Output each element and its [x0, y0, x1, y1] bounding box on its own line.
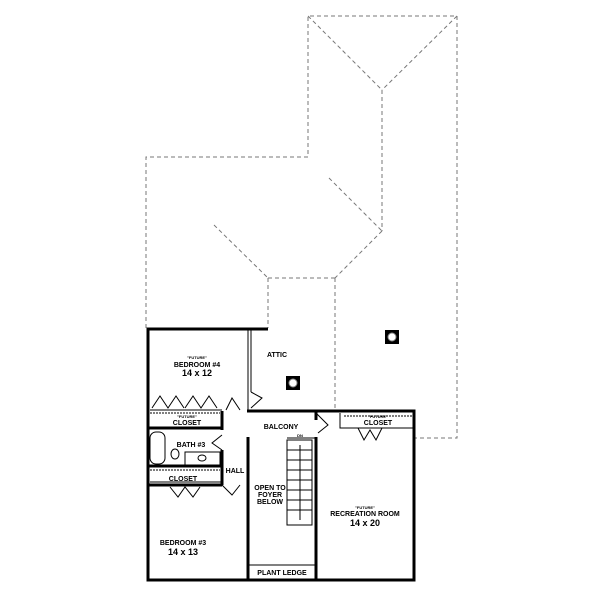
closet4-label: CLOSET — [173, 420, 202, 427]
bedroom4-size: 14 x 12 — [182, 368, 212, 378]
roof-outline — [145, 15, 458, 439]
vanity-icon — [184, 451, 221, 466]
future-tag: "FUTURE" — [187, 355, 207, 360]
sink-icon — [197, 454, 207, 462]
bedroom4-label: BEDROOM #4 — [174, 362, 220, 369]
toilet-icon — [170, 448, 180, 460]
fixtures — [149, 431, 221, 466]
bathtub-icon — [149, 431, 166, 465]
recreation-label: RECREATION ROOM — [330, 511, 400, 518]
balcony-label: BALCONY — [264, 424, 299, 431]
doors[interactable] — [151, 391, 383, 498]
future-tag: "FUTURE" — [177, 414, 197, 419]
recreation-size: 14 x 20 — [350, 518, 380, 528]
dn-label: DN — [297, 433, 303, 438]
attic-label: ATTIC — [267, 352, 287, 359]
closet3-label: CLOSET — [169, 476, 198, 483]
future-tag: "FUTURE" — [355, 505, 375, 510]
vents — [286, 330, 399, 390]
open-foyer-label-3: BELOW — [257, 499, 283, 506]
bath3-label: BATH #3 — [177, 442, 206, 449]
room-labels: ATTIC "FUTURE" BEDROOM #4 14 x 12 "FUTUR… — [160, 352, 400, 577]
future-tag: "FUTURE" — [368, 414, 388, 419]
plant-ledge-label: PLANT LEDGE — [257, 570, 307, 577]
rec-closet-label: CLOSET — [364, 420, 393, 427]
stairs — [286, 439, 313, 526]
open-foyer-label-2: FOYER — [258, 492, 282, 499]
walls — [146, 327, 416, 582]
hall-label: HALL — [226, 468, 245, 475]
open-foyer-label-1: OPEN TO — [254, 485, 286, 492]
bedroom3-size: 14 x 13 — [168, 547, 198, 557]
bedroom3-label: BEDROOM #3 — [160, 540, 206, 547]
